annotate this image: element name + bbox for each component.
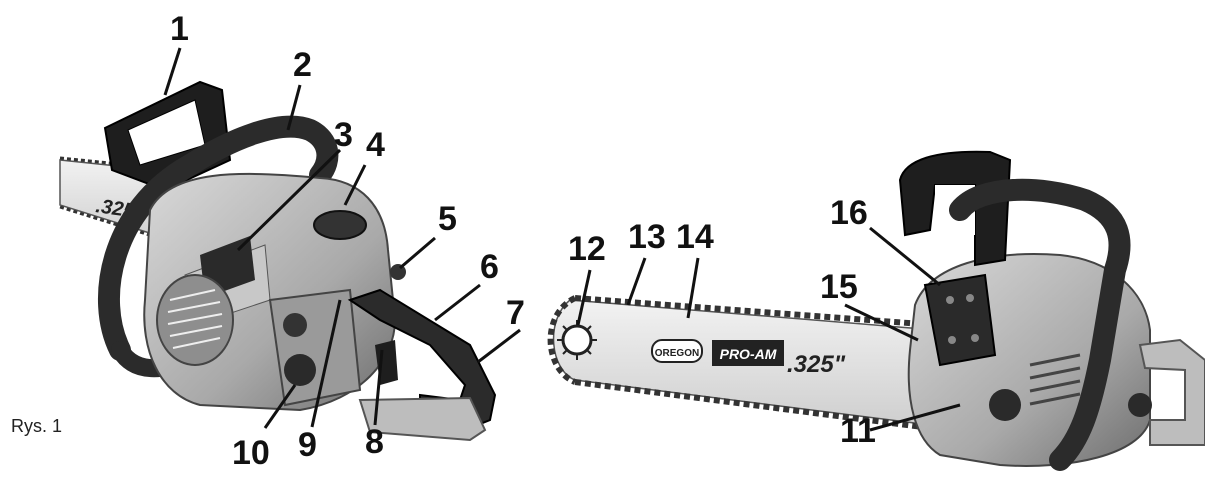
leader-16	[869, 226, 941, 287]
leader-13	[626, 257, 647, 306]
leader-6	[434, 283, 481, 322]
fuel-cap	[313, 210, 367, 240]
callout-10: 10	[232, 434, 270, 472]
callout-12: 12	[568, 230, 606, 268]
pro-am-badge	[712, 340, 784, 366]
leader-1	[163, 47, 182, 96]
callout-7: 7	[506, 294, 525, 332]
bar-brand: OREGON	[655, 348, 699, 359]
right-rear-handle	[1138, 338, 1205, 446]
leader-12	[576, 269, 592, 326]
callout-1: 1	[170, 10, 189, 48]
leader-3	[236, 148, 342, 252]
callout-9: 9	[298, 426, 317, 464]
bar-pitch: .325"	[787, 351, 846, 378]
callout-3: 3	[334, 116, 353, 154]
leader-14	[686, 257, 700, 319]
callout-5: 5	[438, 200, 457, 238]
front-handle	[98, 115, 339, 361]
callout-6: 6	[480, 248, 499, 286]
leader-4	[343, 164, 367, 206]
callout-2: 2	[293, 46, 312, 84]
callout-16: 16	[830, 194, 868, 232]
callout-15: 15	[820, 268, 858, 306]
leader-lines	[163, 47, 961, 432]
leader-7	[477, 328, 521, 364]
callout-4: 4	[366, 126, 385, 164]
saw-chain	[547, 295, 577, 385]
leader-2	[286, 84, 302, 131]
bar-model: PRO-AM	[720, 346, 777, 362]
left-chainsaw: .325"	[59, 80, 497, 442]
callout-11: 11	[840, 412, 876, 450]
leader-15	[844, 303, 919, 342]
right-front-handle	[949, 178, 1131, 471]
callout-14: 14	[676, 218, 714, 256]
bar-nose-sprocket	[561, 324, 593, 356]
right-chainsaw: OREGON PRO-AM .325"	[547, 150, 1205, 471]
leader-11	[869, 403, 961, 432]
leader-9	[310, 299, 342, 428]
leader-10	[263, 384, 297, 429]
figure-caption: Rys. 1	[11, 416, 63, 436]
callout-8: 8	[365, 423, 384, 461]
rear-handle-base	[358, 396, 487, 442]
leader-5	[399, 236, 436, 270]
clutch-cover	[923, 273, 997, 367]
decompression-valve	[284, 354, 316, 386]
leader-8	[373, 349, 384, 426]
chain-tensioner	[989, 389, 1021, 421]
callout-13: 13	[628, 218, 666, 256]
oregon-badge	[651, 339, 703, 363]
